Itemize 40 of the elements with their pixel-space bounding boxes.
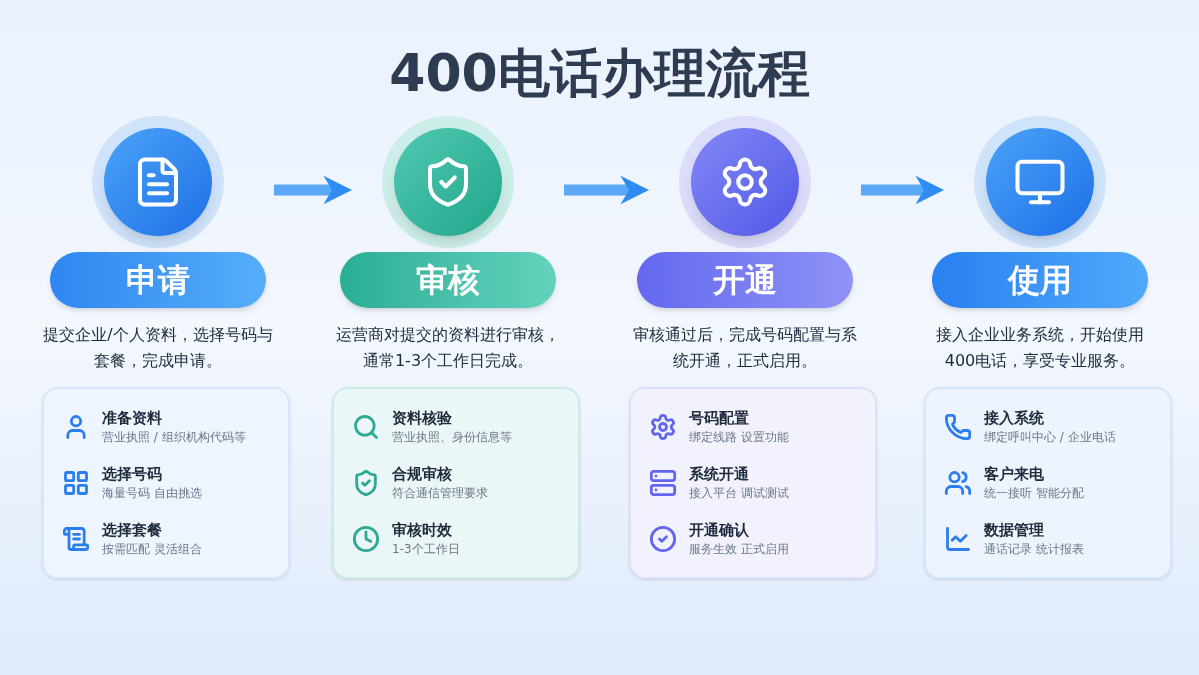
item-subtitle: 统一接听 智能分配	[984, 485, 1084, 502]
step-pill: 申请	[50, 252, 266, 308]
item-subtitle: 按需匹配 灵活组合	[102, 541, 202, 558]
item-title: 系统开通	[689, 464, 750, 484]
title: 400电话办理流程	[388, 42, 811, 105]
item-title: 接入系统	[984, 408, 1045, 428]
item-title: 资料核验	[392, 408, 453, 428]
detail-card	[924, 387, 1172, 579]
step-pill: 使用	[932, 252, 1148, 308]
item-subtitle: 服务生效 正式启用	[689, 541, 789, 558]
item-title: 准备资料	[102, 408, 163, 428]
item-subtitle: 接入平台 调试测试	[689, 485, 789, 502]
item-title: 客户来电	[984, 464, 1045, 484]
item-subtitle: 符合通信管理要求	[392, 485, 488, 502]
item-title: 开通确认	[689, 520, 750, 540]
step-description: 审核通过后，完成号码配置与系统开通，正式启用。	[632, 324, 858, 372]
detail-card	[332, 387, 580, 579]
arrow	[861, 175, 944, 205]
step-description: 运营商对提交的资料进行审核，通常1-3个工作日完成。	[335, 324, 561, 372]
step-description: 提交企业/个人资料，选择号码与套餐，完成申请。	[42, 324, 274, 372]
item-subtitle: 通话记录 统计报表	[984, 541, 1084, 558]
item-subtitle: 营业执照 / 组织机构代码等	[102, 429, 246, 446]
item-title: 号码配置	[689, 408, 750, 428]
step-description: 接入企业业务系统，开始使用400电话，享受专业服务。	[935, 324, 1145, 372]
item-title: 合规审核	[392, 464, 453, 484]
item-title: 选择号码	[102, 464, 163, 484]
detail-card	[42, 387, 290, 579]
item-subtitle: 绑定呼叫中心 / 企业电话	[984, 429, 1116, 446]
item-subtitle: 绑定线路 设置功能	[689, 429, 789, 446]
item-subtitle: 1-3个工作日	[392, 541, 460, 558]
step-pill: 审核	[340, 252, 556, 308]
item-title: 数据管理	[984, 520, 1045, 540]
arrow	[564, 175, 649, 205]
item-subtitle: 海量号码 自由挑选	[102, 485, 202, 502]
item-subtitle: 营业执照、身份信息等	[392, 429, 512, 446]
item-title: 审核时效	[392, 520, 453, 540]
item-title: 选择套餐	[102, 520, 163, 540]
detail-card	[629, 387, 877, 579]
step-pill: 开通	[637, 252, 853, 308]
arrow	[274, 175, 352, 205]
